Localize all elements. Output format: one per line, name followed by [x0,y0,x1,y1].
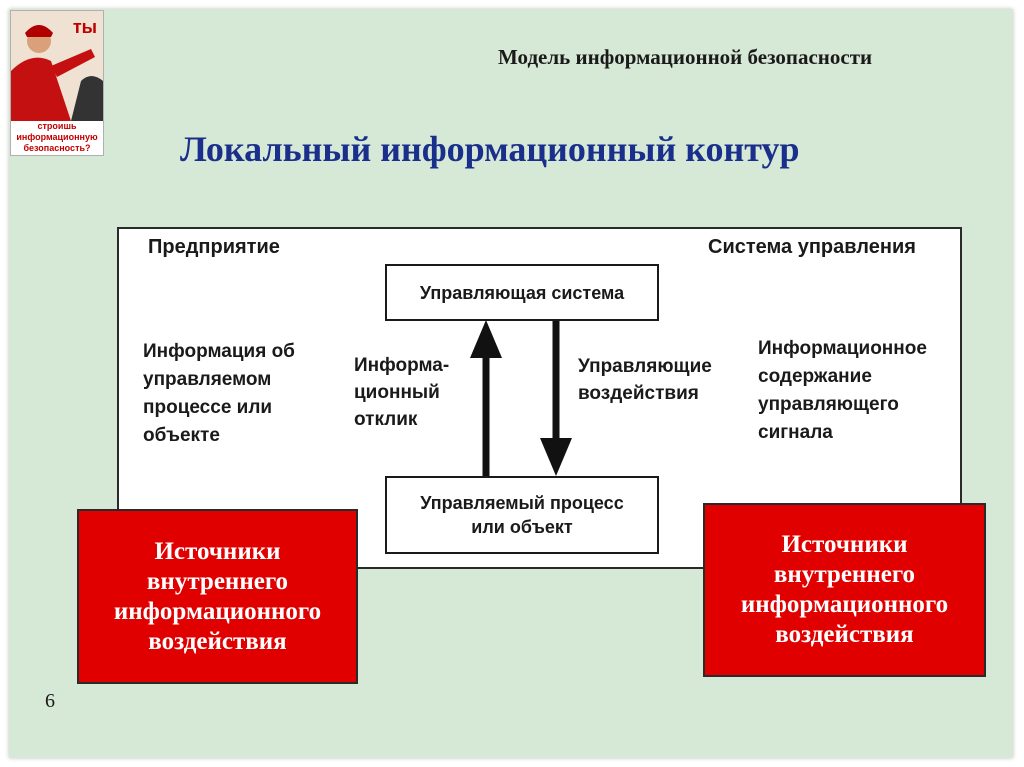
left-sources-line: Источники [154,537,280,567]
left-sources-line: воздействия [148,627,286,657]
right-sources-line: Источники [781,530,907,560]
right-sources-line: воздействия [775,620,913,650]
right-sources-line: информационного [741,590,948,620]
page-number: 6 [45,690,55,713]
right-sources-line: внутреннего [774,560,915,590]
right-sources-box: Источники внутреннего информационного во… [703,503,986,677]
left-sources-line: информационного [114,597,321,627]
control-arrow [540,321,572,476]
feedback-arrow [470,320,502,476]
left-sources-line: внутреннего [147,567,288,597]
left-sources-box: Источники внутреннего информационного во… [77,509,358,684]
